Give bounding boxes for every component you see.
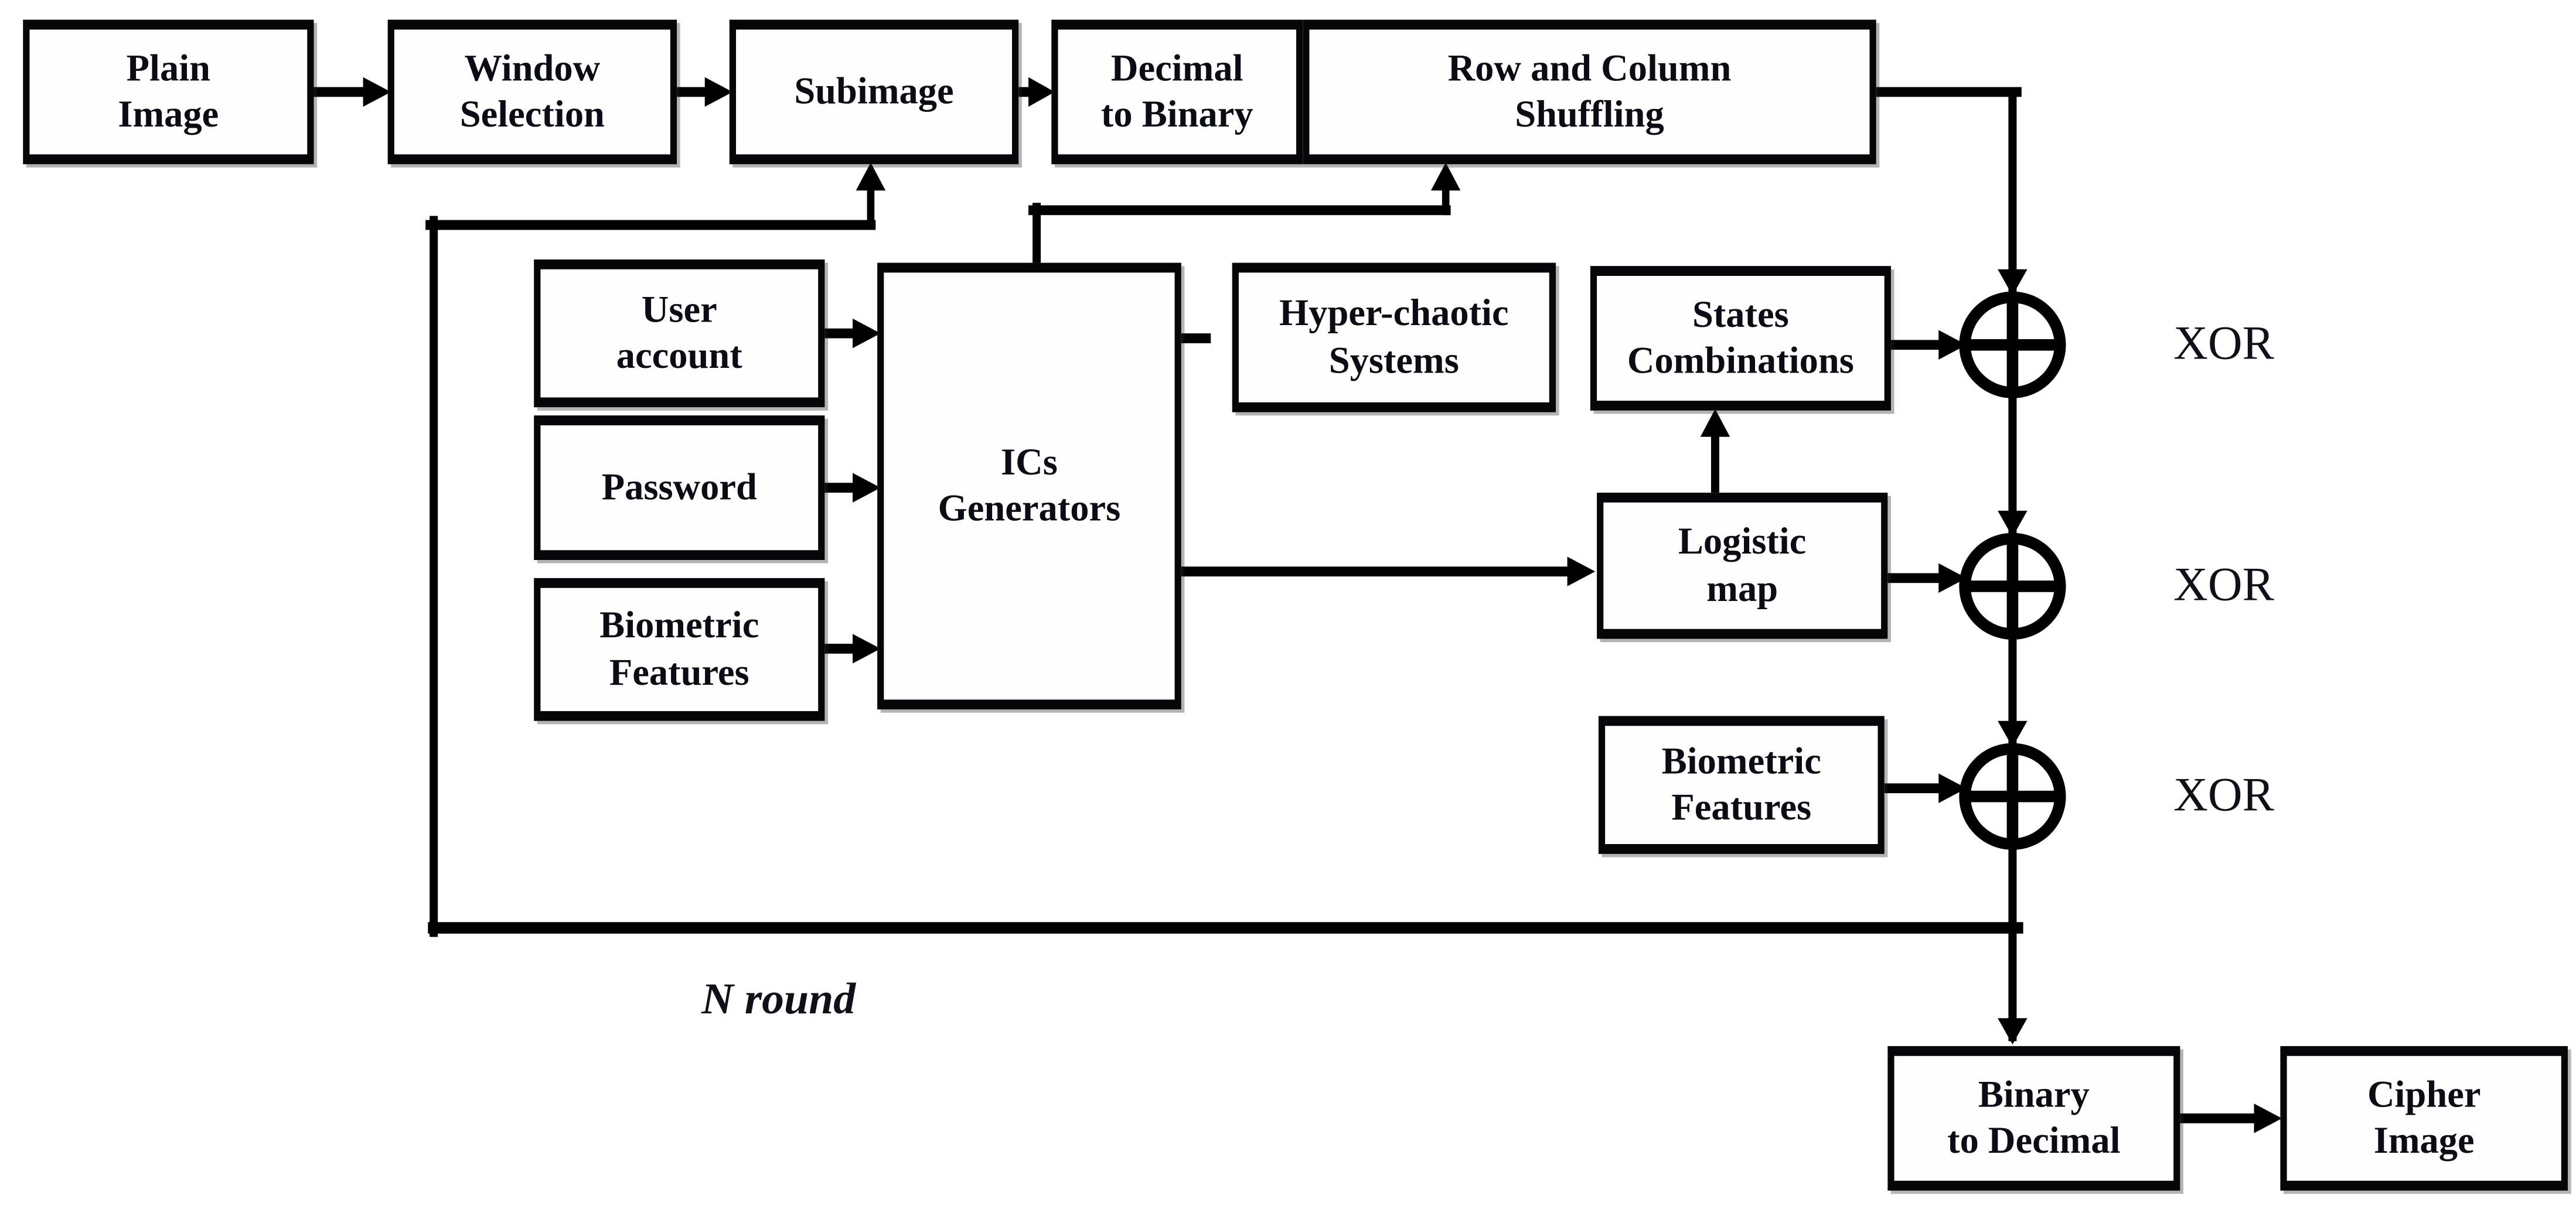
node-binary-to-decimal: Binary to Decimal xyxy=(1887,1046,2180,1191)
arrowhead-logistic-to-xor2 xyxy=(1938,563,1967,593)
node-hyper-chaotic-systems: Hyper-chaotic Systems xyxy=(1232,262,1556,412)
xor-icon xyxy=(1959,291,2066,398)
node-user-account: User account xyxy=(534,259,825,408)
arrowhead-binary-to-cipher xyxy=(2254,1104,2282,1133)
arrowhead-biometric-to-ics xyxy=(853,634,881,664)
node-decimal-to-binary: Decimal to Binary xyxy=(1051,19,1303,165)
xor-icon xyxy=(1959,532,2066,640)
node-subimage: Subimage xyxy=(729,19,1019,165)
node-password: Password xyxy=(534,415,825,561)
arrowhead-into-xor3 xyxy=(1998,720,2028,747)
arrowhead-feedback-into-subimage xyxy=(856,162,886,191)
arrowhead-logistic-to-states xyxy=(1700,409,1730,437)
node-plain-image: Plain Image xyxy=(23,19,314,165)
arrowhead-ics-into-shuffling xyxy=(1430,162,1461,191)
node-cipher-image: Cipher Image xyxy=(2280,1046,2568,1191)
arrowhead-ics-to-logistic xyxy=(1567,556,1596,586)
arrowhead-into-xor1 xyxy=(1998,269,2028,296)
arrowhead-user-to-ics xyxy=(853,318,881,349)
arrowhead-password-to-ics xyxy=(853,473,881,503)
xor-operation-label-1: XOR xyxy=(2173,317,2274,371)
arrowhead-states-to-xor1 xyxy=(1938,330,1967,360)
node-ics-generators: ICs Generators xyxy=(877,262,1181,710)
xor-icon xyxy=(1959,743,2066,850)
arrowhead-into-xor2 xyxy=(1998,510,2028,537)
node-window-selection: Window Selection xyxy=(387,19,677,165)
arrowhead-window-to-subimage xyxy=(704,77,733,107)
arrowhead-plain-to-window xyxy=(363,77,391,107)
arrowhead-into-binary xyxy=(1998,1018,2028,1045)
node-states-combinations: States Combinations xyxy=(1590,266,1891,411)
n-round-label: N round xyxy=(701,974,856,1023)
node-row-column-shuffling: Row and Column Shuffling xyxy=(1303,19,1876,165)
xor-operation-label-2: XOR xyxy=(2173,559,2274,612)
node-biometric-features-key: Biometric Features xyxy=(534,578,825,721)
arrowhead-subimage-to-decimal xyxy=(1028,77,1055,107)
node-biometric-features-stream: Biometric Features xyxy=(1598,716,1885,854)
arrowhead-biometric2-to-xor3 xyxy=(1938,773,1967,803)
node-logistic-map: Logistic map xyxy=(1597,493,1888,639)
xor-operation-label-3: XOR xyxy=(2173,769,2274,822)
